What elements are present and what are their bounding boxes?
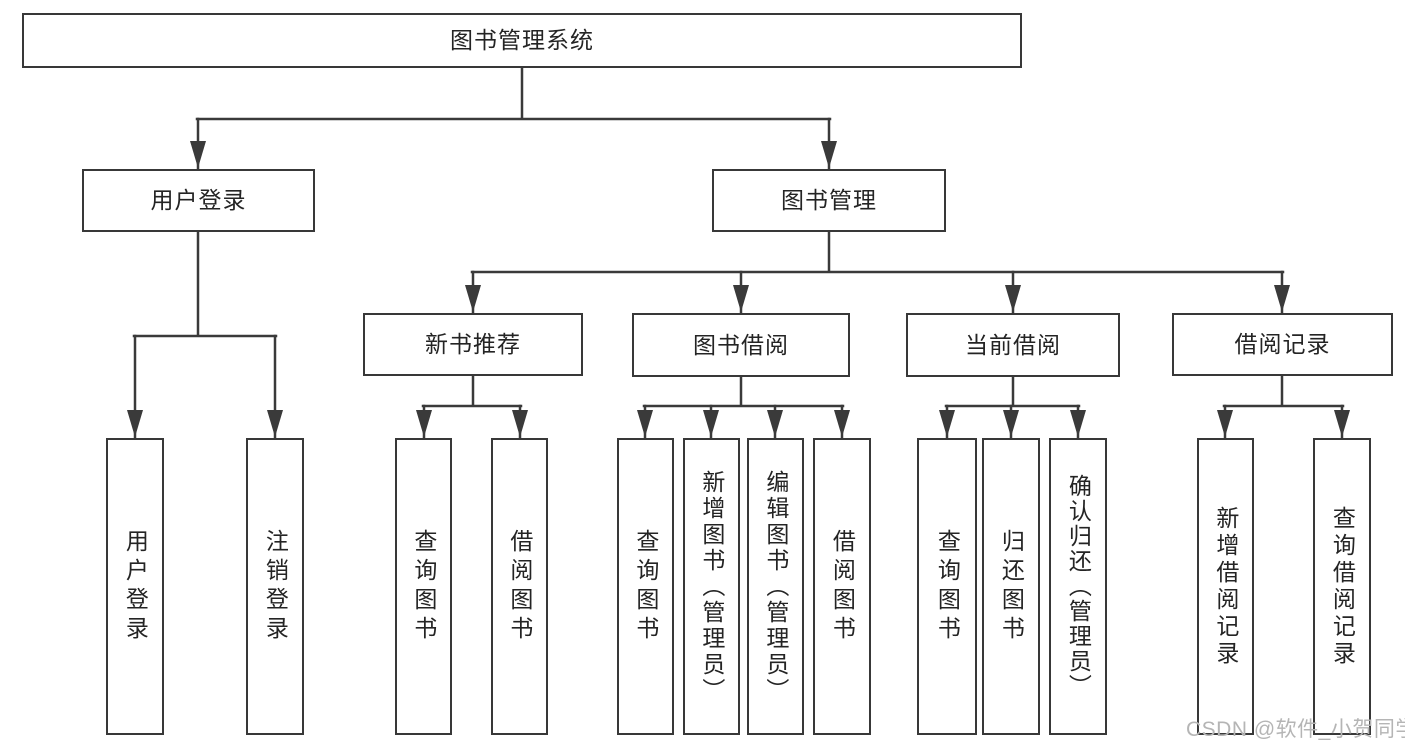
leaf-query-books-borrowing: 查询图书 xyxy=(617,438,674,735)
node-book-management: 图书管理 xyxy=(712,169,946,232)
leaf-edit-book-admin: 编辑图书（管理员） xyxy=(747,438,804,735)
connector-book-borrowing-trunk xyxy=(642,375,845,408)
leaf-confirm-return-admin: 确认归还（管理员） xyxy=(1049,438,1107,735)
leaf-query-borrow-record: 查询借阅记录 xyxy=(1313,438,1371,735)
connector-book-management-trunk xyxy=(470,230,1285,274)
node-user-login: 用户登录 xyxy=(82,169,315,232)
connector-borrowing-records-trunk xyxy=(1222,374,1345,408)
node-borrowing-records: 借阅记录 xyxy=(1172,313,1393,376)
node-current-borrowing: 当前借阅 xyxy=(906,313,1120,377)
leaf-add-borrow-record: 新增借阅记录 xyxy=(1197,438,1254,735)
node-library-system: 图书管理系统 xyxy=(22,13,1022,68)
leaf-query-books-current: 查询图书 xyxy=(917,438,977,735)
leaf-borrow-books-borrowing: 借阅图书 xyxy=(813,438,871,735)
connector-current-borrowing-trunk xyxy=(944,375,1081,408)
leaf-query-books-recommend: 查询图书 xyxy=(395,438,452,735)
leaf-user-login: 用户登录 xyxy=(106,438,164,735)
leaf-borrow-books-recommend: 借阅图书 xyxy=(491,438,548,735)
leaf-return-book: 归还图书 xyxy=(982,438,1040,735)
connector-user-login-trunk xyxy=(132,230,278,338)
leaf-add-book-admin: 新增图书（管理员） xyxy=(683,438,740,735)
connector-new-book-trunk xyxy=(421,374,523,408)
leaf-logout-login: 注销登录 xyxy=(246,438,304,735)
node-new-book-recommendation: 新书推荐 xyxy=(363,313,583,376)
csdn-watermark: CSDN @软件_小贺同学 xyxy=(1186,718,1405,741)
node-book-borrowing: 图书借阅 xyxy=(632,313,850,377)
connector-root-trunk xyxy=(195,66,832,121)
